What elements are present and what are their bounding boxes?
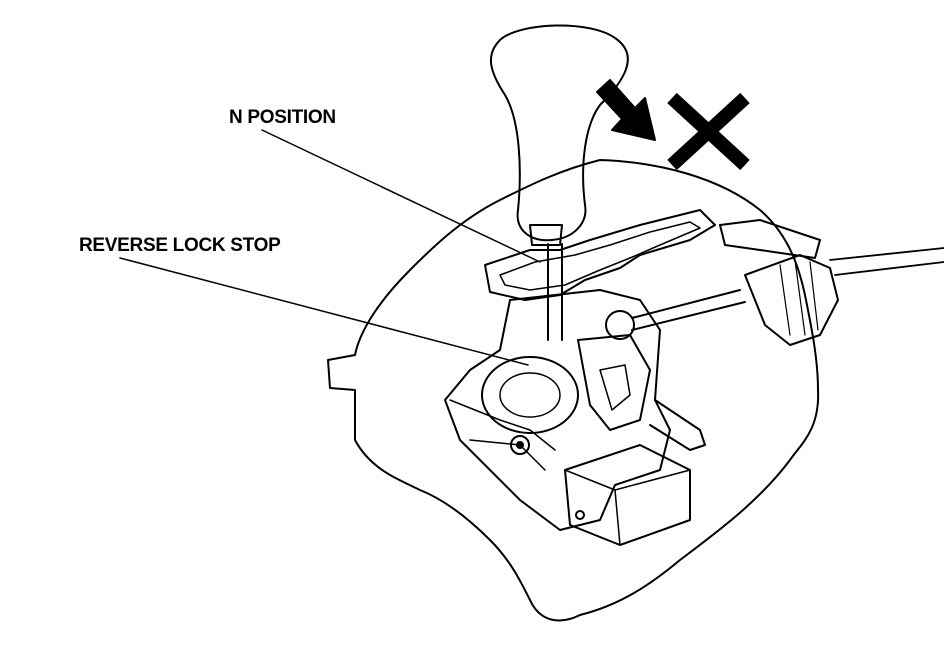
x-mark-icon <box>667 92 750 171</box>
mechanism-detail-left <box>449 399 556 471</box>
bracket-detail <box>599 364 631 411</box>
n-position-leader <box>261 129 541 263</box>
shift-rod <box>547 243 563 341</box>
arrow-right-down-icon <box>596 79 656 141</box>
solenoid-box-top <box>564 469 691 546</box>
pivot-pin-center <box>516 441 524 449</box>
cable-end-clamp <box>744 254 839 346</box>
knob-collar <box>529 224 563 246</box>
pivot-pin <box>510 435 530 455</box>
shift-knob <box>489 24 629 242</box>
lever-bracket <box>577 334 651 431</box>
solenoid-screw <box>575 510 585 520</box>
reverse-lock-stop-label: REVERSE LOCK STOP <box>79 235 281 256</box>
mechanism-drum-inner <box>499 372 561 418</box>
n-position-label: N POSITION <box>229 107 336 128</box>
reverse-lock-stop-leader <box>119 257 529 366</box>
console-housing <box>327 159 820 622</box>
cable-clamp-ribs <box>779 259 819 336</box>
shift-mechanism <box>444 289 671 531</box>
shift-gate-inner <box>499 221 701 291</box>
shift-cable <box>631 289 746 331</box>
mechanism-drum <box>481 356 579 434</box>
solenoid-box <box>564 444 691 546</box>
pivot-bushing <box>605 310 635 340</box>
lever-arm-right <box>649 399 706 451</box>
outer-cable <box>829 247 944 276</box>
shift-gate <box>484 209 716 301</box>
bracket-arm <box>719 219 821 259</box>
